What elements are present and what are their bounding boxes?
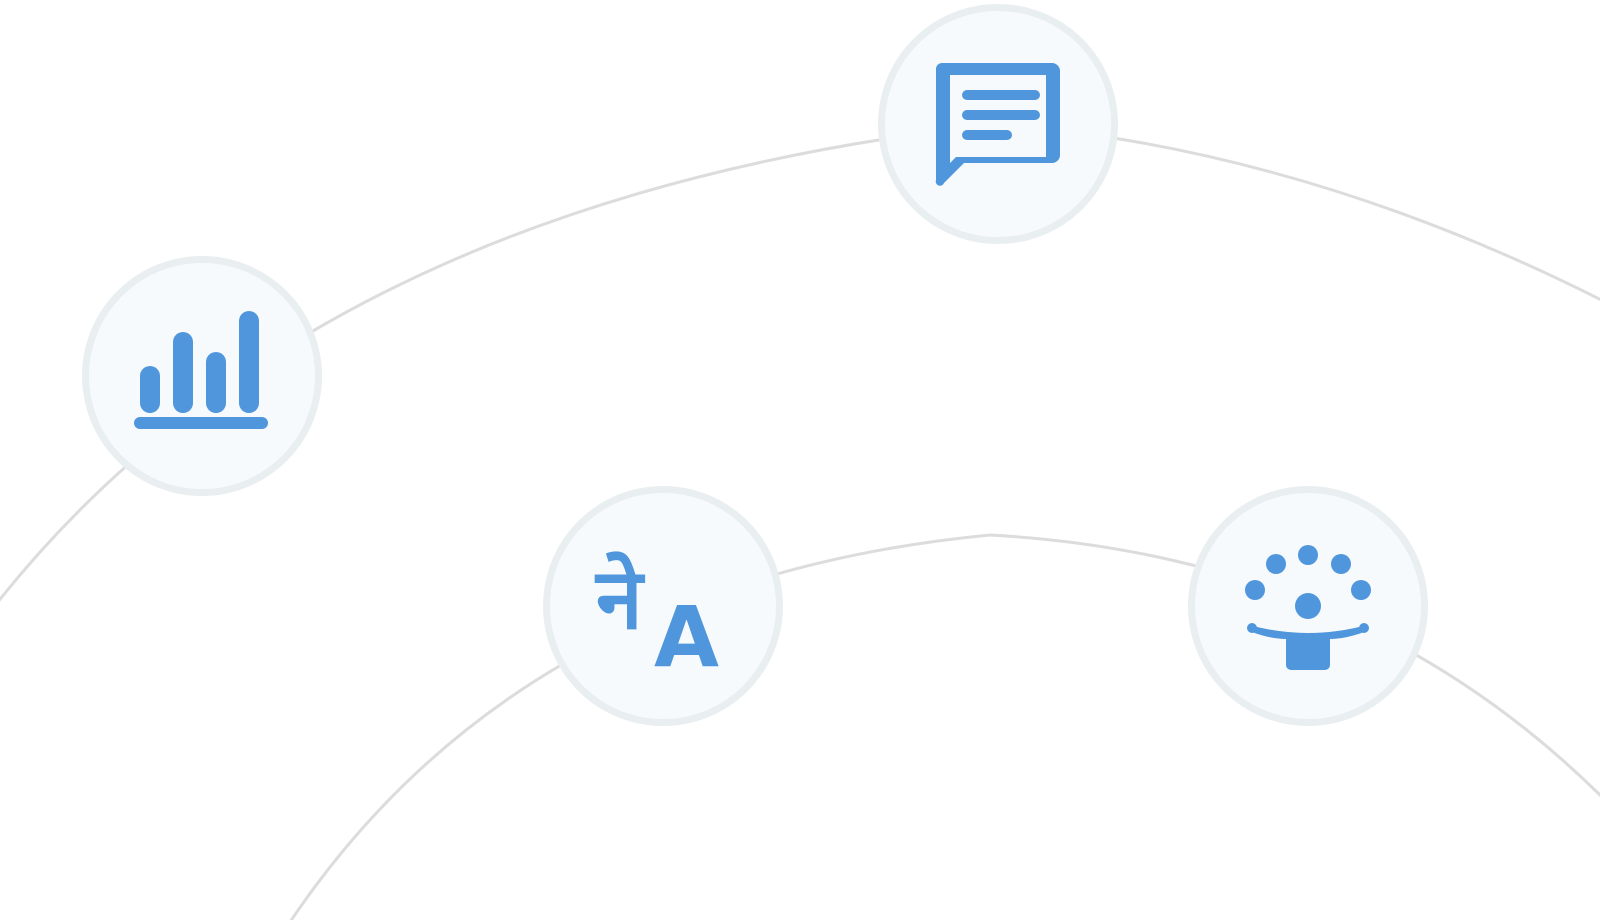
analytics-node[interactable]	[82, 256, 322, 496]
bar-chart-icon	[134, 311, 268, 429]
translate-node[interactable]: ने A	[543, 486, 783, 726]
messages-node[interactable]	[878, 4, 1118, 244]
inner-orbit-arc	[289, 533, 1600, 920]
community-node[interactable]	[1188, 486, 1428, 726]
translate-icon: ने A	[594, 550, 719, 676]
community-icon	[1245, 545, 1371, 670]
translate-latin-glyph: A	[654, 588, 719, 676]
translate-script-glyph: ने	[594, 550, 646, 648]
message-icon	[935, 63, 1060, 186]
